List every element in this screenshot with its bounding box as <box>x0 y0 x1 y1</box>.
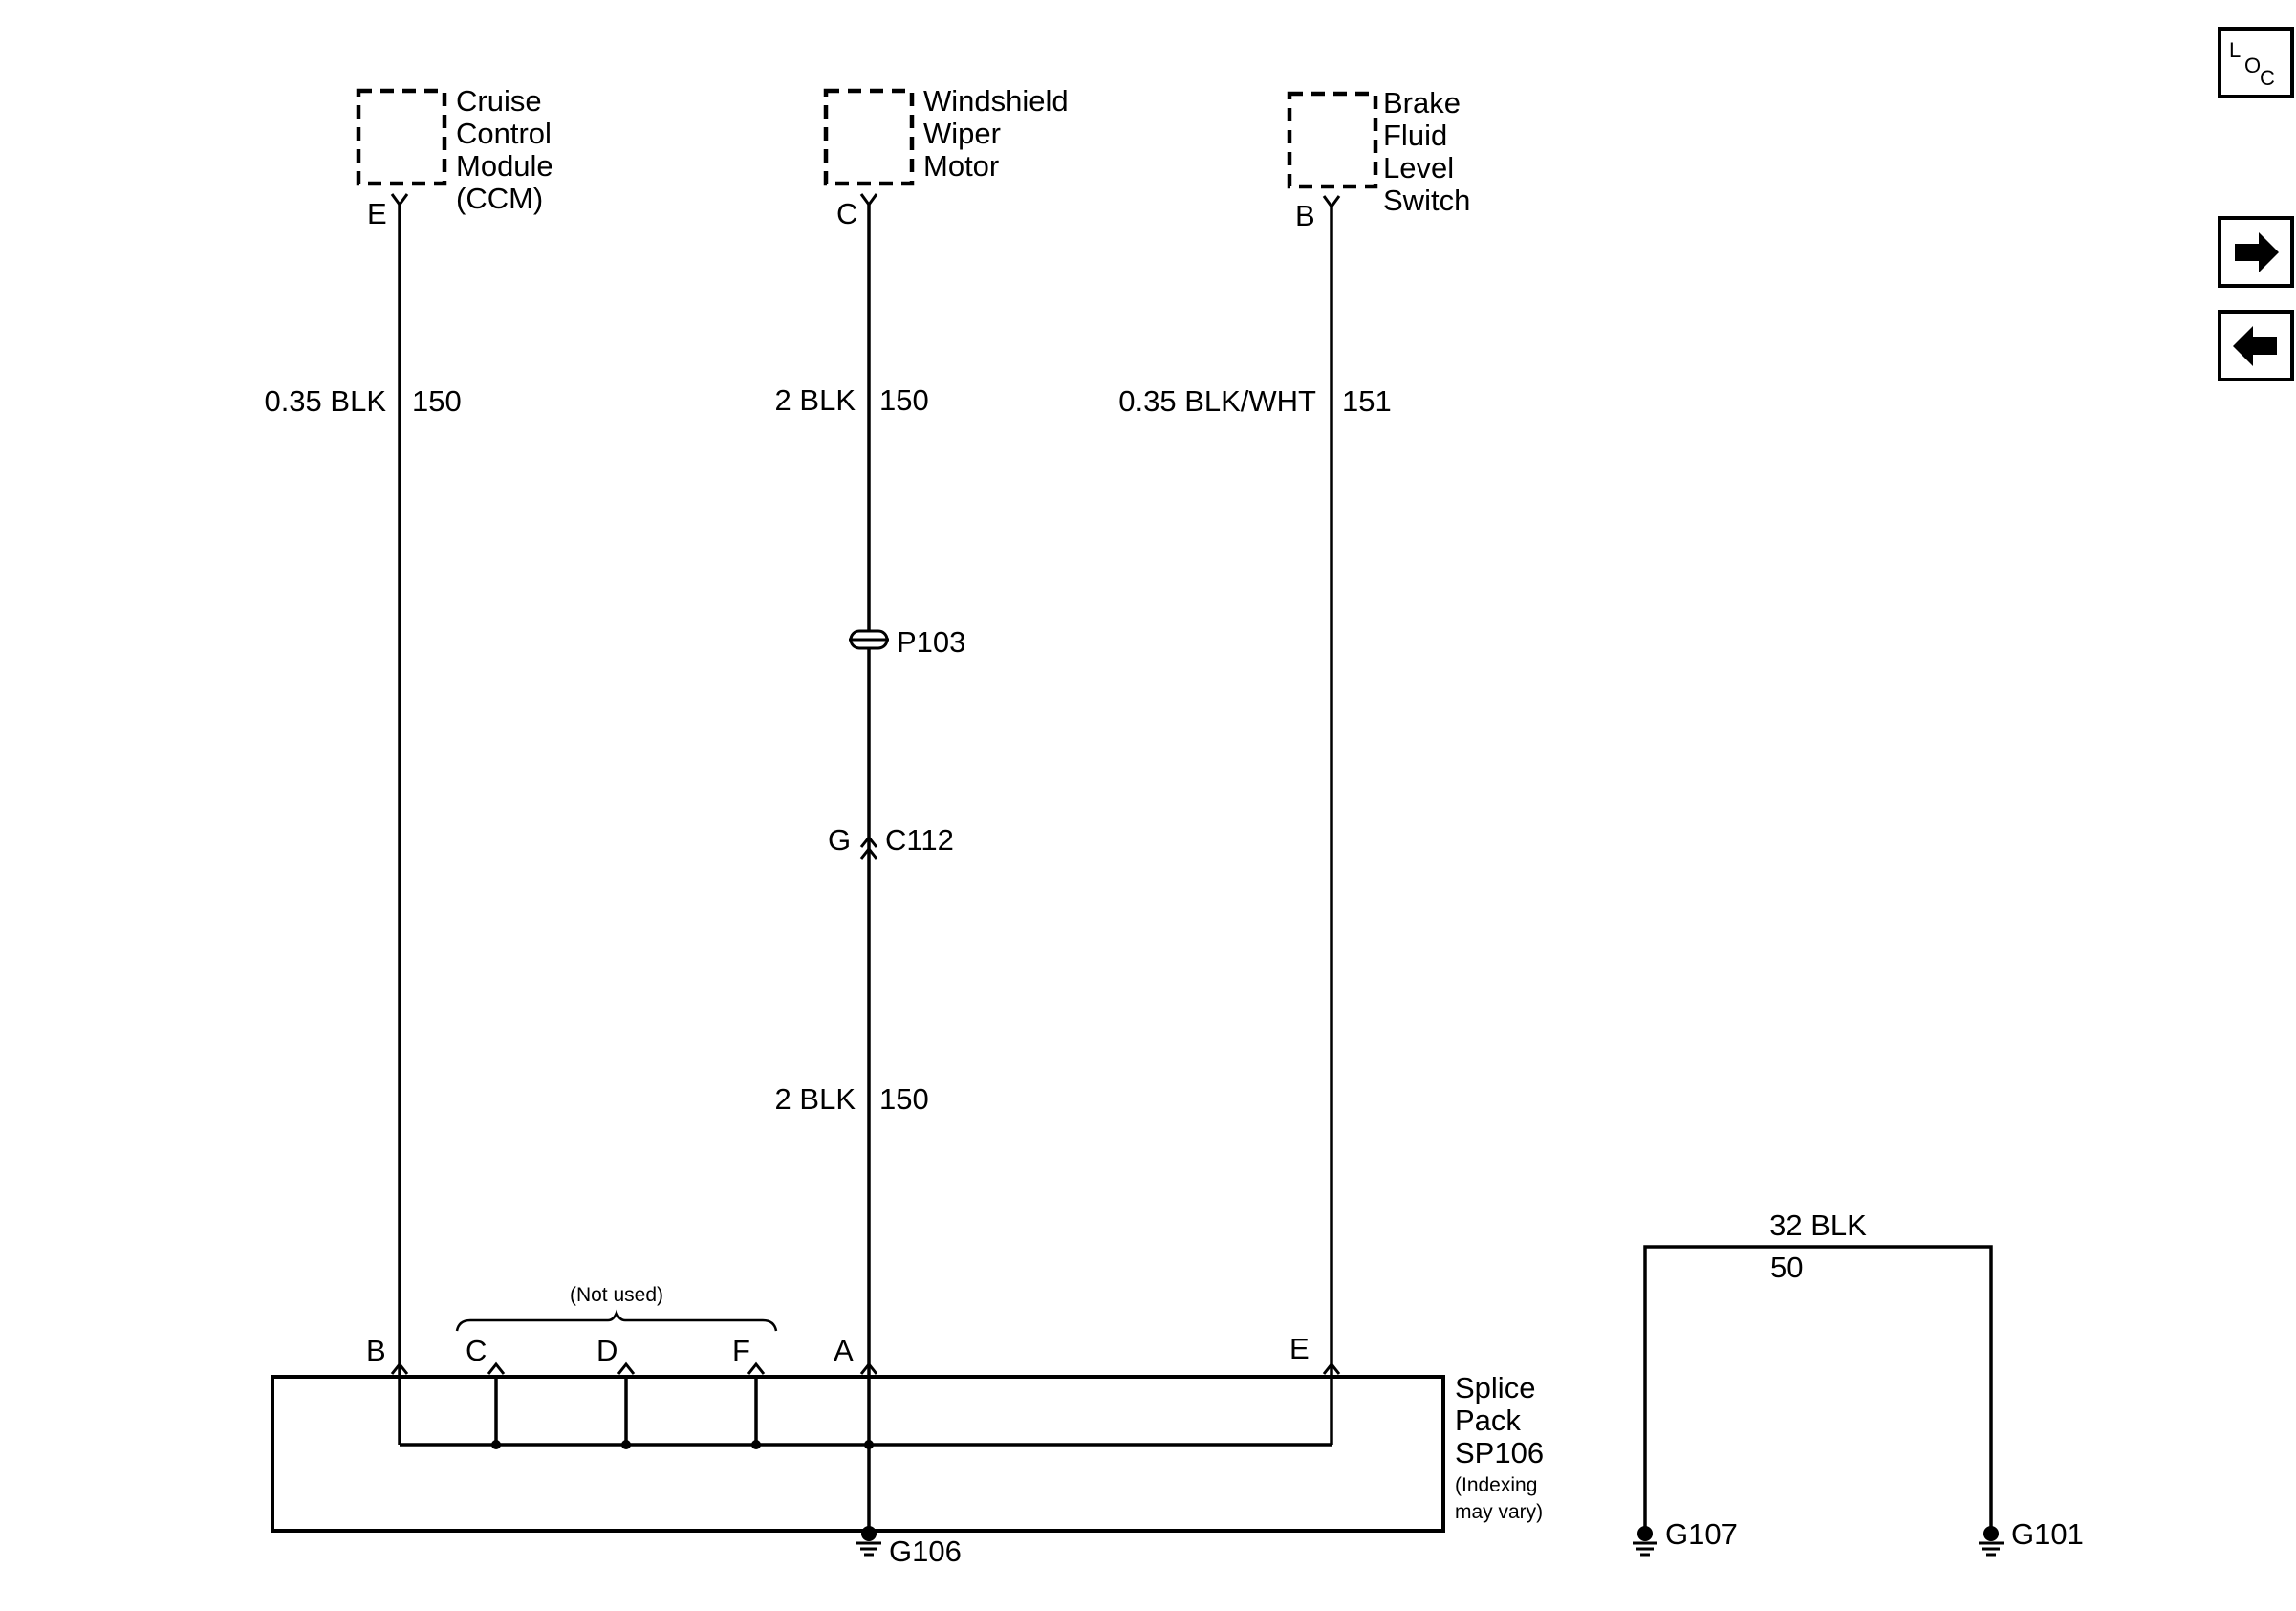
arrow-left-icon <box>2233 326 2277 366</box>
loc-letter-o: O <box>2244 54 2261 77</box>
loc-button-frame[interactable] <box>2218 27 2294 98</box>
wiper-pin-label: C <box>836 197 857 230</box>
wire-brake-size-color: 0.35 BLK/WHT <box>1118 384 1316 418</box>
ccm-label-line-1: Cruise <box>456 84 542 118</box>
ccm-connector-symbol <box>390 193 409 207</box>
splice-pin-e-label: E <box>1289 1332 1310 1365</box>
ccm-label-line-3: Module <box>456 149 553 183</box>
splice-pin-e-symbol <box>1322 1361 1341 1375</box>
g107-node <box>1637 1526 1653 1541</box>
splice-node-a <box>864 1440 874 1449</box>
wiper-label-line-2: Wiper <box>923 117 1001 150</box>
splice-pin-c-label: C <box>466 1334 487 1367</box>
splice-pack-sp106: B C D F A E (Not used) Splice Pack SP106… <box>271 1284 1544 1533</box>
g106-label: G106 <box>889 1535 962 1568</box>
brake-connector-symbol <box>1322 195 1341 209</box>
brake-label-line-4: Switch <box>1383 184 1470 217</box>
wiper-connector-symbol <box>859 193 878 207</box>
splice-pin-a-label: A <box>834 1334 854 1367</box>
connector-p103: P103 <box>849 625 965 659</box>
brake-label-line-3: Level <box>1383 151 1454 185</box>
splice-pack-label-line-3: SP106 <box>1455 1436 1544 1469</box>
wire-wiper-lower-size-color: 2 BLK <box>775 1082 856 1116</box>
component-windshield-wiper-motor: Windshield Wiper Motor C <box>823 84 1069 230</box>
splice-pack-note-line-2: may vary) <box>1455 1501 1543 1523</box>
connector-c112: G C112 <box>828 823 954 860</box>
wire-ccm-size-color: 0.35 BLK <box>264 384 386 418</box>
wire-wiper-upper-size-color: 2 BLK <box>775 383 856 417</box>
component-cruise-control-module: Cruise Control Module (CCM) E <box>356 84 553 230</box>
arrow-right-icon <box>2235 232 2279 272</box>
wire-brake-circuit: 151 <box>1342 384 1392 418</box>
c112-pin-label: G <box>828 823 851 857</box>
splice-pin-c-symbol <box>487 1361 506 1375</box>
g101-node <box>1983 1526 1999 1541</box>
splice-node-f <box>751 1440 761 1449</box>
splice-pin-a-symbol <box>859 1361 878 1375</box>
splice-node-d <box>621 1440 631 1449</box>
not-used-bracket <box>455 1309 778 1332</box>
splice-pack-label-line-1: Splice <box>1455 1371 1535 1404</box>
ccm-dashed-box <box>356 88 447 186</box>
ccm-label-line-4: (CCM) <box>456 182 543 215</box>
c112-label: C112 <box>885 823 954 857</box>
not-used-label: (Not used) <box>570 1284 663 1306</box>
wire-ccm-circuit: 150 <box>412 384 462 418</box>
g106-node <box>861 1526 877 1541</box>
ground-strap-wire <box>1643 1245 1993 1530</box>
splice-pack-note-line-1: (Indexing <box>1455 1474 1537 1496</box>
splice-pack-box <box>271 1375 1445 1533</box>
loc-button[interactable]: L O C <box>2218 27 2294 98</box>
wire-wiper-upper-circuit: 150 <box>879 383 929 417</box>
next-button[interactable] <box>2218 216 2294 288</box>
g107-label: G107 <box>1665 1517 1738 1551</box>
prev-button[interactable] <box>2218 310 2294 381</box>
wiper-label-line-3: Motor <box>923 149 999 183</box>
brake-label-line-2: Fluid <box>1383 119 1447 152</box>
p103-label: P103 <box>897 625 965 659</box>
ccm-label-line-2: Control <box>456 117 552 150</box>
splice-pin-d-label: D <box>596 1334 617 1367</box>
brake-dashed-box <box>1287 91 1378 189</box>
loc-letter-c: C <box>2260 66 2275 90</box>
ccm-pin-label: E <box>367 197 387 230</box>
wiper-label-line-1: Windshield <box>923 84 1069 118</box>
splice-node-c <box>491 1440 501 1449</box>
ground-g106: G106 <box>856 1526 962 1568</box>
ground-strap: 32 BLK 50 G107 G101 <box>1633 1208 2084 1557</box>
wire-wiper-lower-circuit: 150 <box>879 1082 929 1116</box>
splice-pin-d-symbol <box>617 1361 636 1375</box>
brake-label-line-1: Brake <box>1383 86 1461 120</box>
ground-strap-circuit: 50 <box>1770 1251 1803 1284</box>
wiper-dashed-box <box>823 88 915 186</box>
splice-pin-b-symbol <box>390 1361 409 1375</box>
splice-pin-b-label: B <box>366 1334 386 1367</box>
g101-label: G101 <box>2011 1517 2084 1551</box>
splice-pin-f-symbol <box>747 1361 766 1375</box>
brake-pin-label: B <box>1295 199 1315 232</box>
ground-strap-size-color: 32 BLK <box>1769 1208 1867 1242</box>
c112-symbol-upper <box>859 835 878 848</box>
splice-pin-f-label: F <box>732 1334 750 1367</box>
c112-symbol-lower <box>859 846 878 860</box>
splice-pack-label-line-2: Pack <box>1455 1404 1521 1437</box>
component-brake-fluid-level-switch: Brake Fluid Level Switch B <box>1287 86 1470 232</box>
loc-letter-l: L <box>2229 38 2241 62</box>
